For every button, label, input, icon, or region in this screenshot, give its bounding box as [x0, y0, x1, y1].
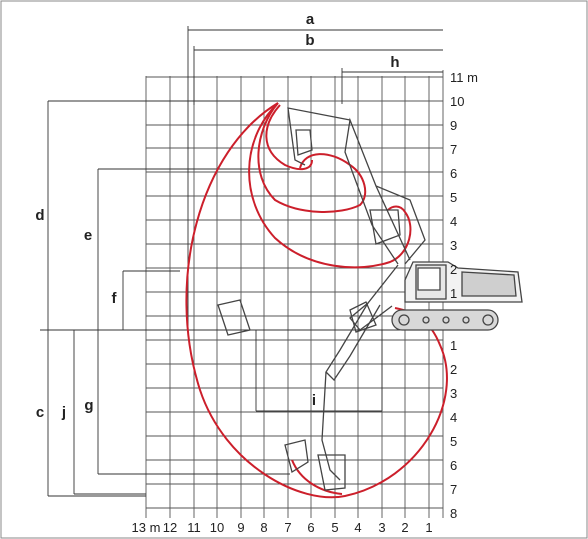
x-tick-label: 1 — [425, 520, 432, 535]
y-tick-label: 6 — [450, 166, 457, 181]
dimension-label-j: j — [61, 404, 66, 421]
x-tick-label: 9 — [237, 520, 244, 535]
y-axis-labels-depth: 1 2 3 4 5 6 7 8 — [450, 338, 457, 521]
y-tick-label: 9 — [450, 118, 457, 133]
dimension-label-c: c — [36, 404, 44, 421]
grid — [145, 70, 444, 518]
y-tick-label: 1 — [450, 338, 457, 353]
x-tick-label: 2 — [401, 520, 408, 535]
y-tick-label: 4 — [450, 214, 457, 229]
x-tick-label: 8 — [260, 520, 267, 535]
y-tick-label: 4 — [450, 410, 457, 425]
y-tick-label: 3 — [450, 238, 457, 253]
x-tick-label: 12 — [163, 520, 177, 535]
y-tick-label: 8 — [450, 506, 457, 521]
working-envelope — [185, 102, 448, 499]
x-tick-label: 3 — [378, 520, 385, 535]
x-tick-label: 6 — [307, 520, 314, 535]
dimension-label-d: d — [35, 207, 44, 224]
x-tick-label: 10 — [210, 520, 224, 535]
x-tick-label: 5 — [331, 520, 338, 535]
y-tick-label: 1 — [450, 286, 457, 301]
y-tick-label: 7 — [450, 142, 457, 157]
dimension-lines — [40, 26, 443, 497]
excavator — [217, 107, 523, 491]
y-tick-label: 6 — [450, 458, 457, 473]
dimension-label-i: i — [312, 392, 316, 409]
dimension-label-a: a — [306, 11, 315, 28]
dimension-label-h: h — [390, 54, 399, 71]
dimension-labels: a b h d e f c j g i — [35, 11, 399, 421]
y-tick-label: 11 m — [450, 70, 478, 85]
dimension-label-f: f — [112, 290, 118, 307]
y-tick-label: 2 — [450, 262, 457, 277]
y-tick-label: 2 — [450, 362, 457, 377]
dimension-label-b: b — [305, 32, 314, 49]
x-tick-label: 13 m — [132, 520, 161, 535]
track — [391, 309, 499, 331]
y-tick-label: 5 — [450, 434, 457, 449]
x-axis-labels: 13 m 12 11 10 9 8 7 6 5 4 3 2 1 — [132, 520, 433, 535]
y-tick-label: 7 — [450, 482, 457, 497]
x-tick-label: 11 — [187, 520, 201, 535]
dimension-label-g: g — [84, 397, 93, 414]
y-axis-labels-height: 11 m 10 9 7 6 5 4 3 2 1 — [450, 70, 478, 301]
x-tick-label: 7 — [284, 520, 291, 535]
y-tick-label: 10 — [450, 94, 464, 109]
x-tick-label: 4 — [354, 520, 361, 535]
dimension-label-e: e — [84, 227, 92, 244]
y-tick-label: 3 — [450, 386, 457, 401]
y-tick-label: 5 — [450, 190, 457, 205]
